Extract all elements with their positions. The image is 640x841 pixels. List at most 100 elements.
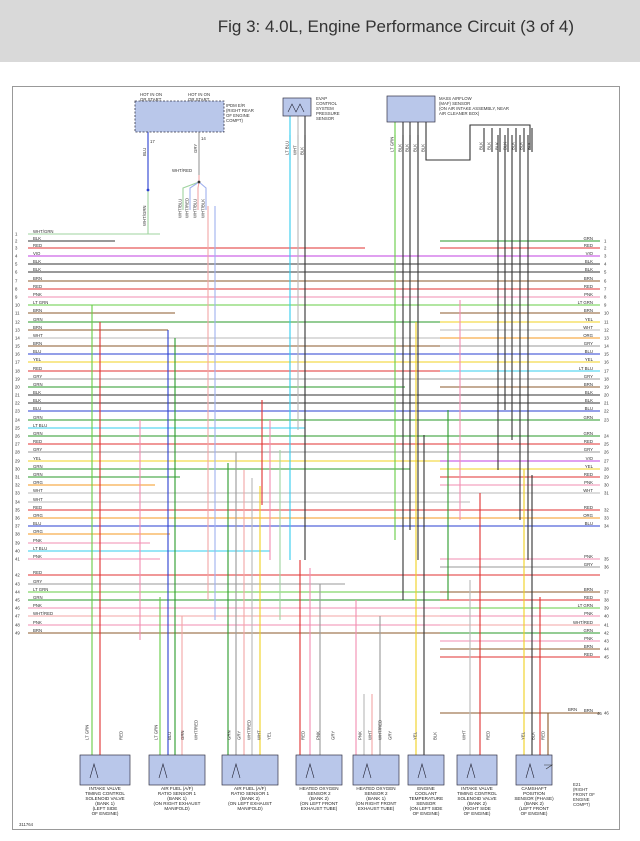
component-wire-color: WHT/RED	[378, 720, 383, 740]
wire-color-left: WHT/GRN	[33, 229, 54, 234]
wire-color-right: GRY	[584, 374, 593, 379]
wire-color-right: BRN	[584, 644, 593, 649]
component-wire-color: GRY	[388, 731, 393, 740]
wire-color-left: GRN	[33, 431, 43, 436]
component-wire-color: WHT	[368, 730, 373, 740]
row-number-left: 25	[15, 426, 20, 431]
component-wire-color: GRN	[227, 730, 232, 740]
component-label: MANIFOLD)	[164, 806, 190, 811]
wire-color-left: BLU	[33, 521, 41, 526]
row-number-left: 23	[15, 409, 20, 414]
row-number-right: 39	[604, 606, 609, 611]
branch-wire	[197, 181, 200, 210]
component-box	[148, 754, 206, 786]
wire-color-right: GRY	[584, 447, 593, 452]
row-number-right: 27	[604, 459, 609, 464]
row-number-left: 13	[15, 328, 20, 333]
component-wire-color: PNK	[316, 731, 321, 740]
component-label: AIR FUEL (A/F)	[161, 786, 193, 791]
wire-color: LT GRN	[390, 137, 395, 152]
fuse-hot-label: HOT IN ON	[140, 92, 162, 97]
row-number-left: 9	[15, 295, 18, 300]
wire-color-left: PNK	[33, 554, 42, 559]
wire-color-left: GRY	[33, 579, 42, 584]
component-box	[456, 754, 498, 786]
wire-color-right: BRN	[584, 587, 593, 592]
row-number-right: 44	[604, 647, 609, 652]
row-number-right: 3	[604, 254, 607, 259]
maf-label: (MAF) SENSOR	[439, 101, 470, 106]
fuse-pin: 17	[150, 139, 155, 144]
wire-color-left: BLK	[33, 390, 41, 395]
wire-color-left: BLU	[33, 406, 41, 411]
wire-color-right: GRY	[584, 562, 593, 567]
wire-color-right: RED	[584, 439, 593, 444]
row-number-right: 41	[604, 623, 609, 628]
component-label: EXHAUST TUBE)	[301, 806, 338, 811]
wire-color: WHT/RED	[172, 168, 192, 173]
row-number-right: 24	[604, 434, 609, 439]
row-number-right: 8	[604, 295, 607, 300]
component-label: (ON LEFT SIDE	[410, 806, 443, 811]
row-number-left: 10	[15, 303, 20, 308]
row-number-right: 4	[604, 262, 607, 267]
wire-color-left: PNK	[33, 603, 42, 608]
wire-color-right: PNK	[584, 611, 593, 616]
wire-color-left: GRN	[33, 464, 43, 469]
row-number-left: 3	[15, 246, 18, 251]
wire-color-right: WHT	[583, 488, 593, 493]
component-label: ENGINE	[417, 786, 435, 791]
component-wire-color: RED	[486, 731, 491, 740]
row-number-left: 19	[15, 377, 20, 382]
wire-color-right: BRN	[584, 382, 593, 387]
wire-color-left: YEL	[33, 357, 42, 362]
component-box	[515, 754, 553, 786]
wire-color-left: ORG	[33, 480, 43, 485]
wire-color: BLK	[511, 142, 516, 150]
row-number-left: 45	[15, 598, 20, 603]
row-number-left: 21	[15, 393, 20, 398]
row-number-left: 48	[15, 623, 20, 628]
e21-label: E21	[573, 782, 581, 787]
wire-color: BLK	[503, 142, 508, 150]
row-number-right: 30	[604, 483, 609, 488]
component-label: TEMPERATURE	[409, 796, 443, 801]
maf-label: MASS AIRFLOW	[439, 96, 473, 101]
wire-color-left: RED	[33, 366, 42, 371]
row-number-right: 23	[604, 418, 609, 423]
e21-label: COMPT)	[573, 802, 591, 807]
component-wire-color: GRN	[180, 730, 185, 740]
component-wire-color: BLK	[531, 732, 536, 740]
fuse-block	[134, 100, 225, 133]
row-number-left: 47	[15, 614, 20, 619]
row-number-right: 9	[604, 303, 607, 308]
row-number-left: 20	[15, 385, 20, 390]
wire-color-left: RED	[33, 505, 42, 510]
sensor-symbol	[525, 762, 535, 779]
component-wire-color: YEL	[521, 731, 526, 740]
component-label: HEATED OXYGEN	[299, 786, 338, 791]
wire-color-right: RED	[584, 284, 593, 289]
component-label: (BANK 1)	[167, 796, 187, 801]
wire-color-left: BRN	[33, 308, 42, 313]
row-number-right: 26	[604, 450, 609, 455]
wire-color-right: BLK	[585, 390, 593, 395]
wire-color-left: WHT	[33, 333, 43, 338]
row-number-right: 2	[604, 246, 607, 251]
evap-label: SENSOR	[316, 116, 334, 121]
wire-color-right: YEL	[585, 357, 594, 362]
branch-wire	[189, 181, 200, 210]
row-number-left: 1	[15, 232, 18, 237]
row-number-right: 19	[604, 385, 609, 390]
wire-color-right: WHT	[583, 325, 593, 330]
ground-wire	[425, 124, 531, 161]
wire-color-left: LT GRN	[33, 587, 48, 592]
component-label: COOLANT	[415, 791, 437, 796]
wire-color-left: RED	[33, 439, 42, 444]
component-label: (BANK 1)	[95, 801, 115, 806]
wire-color-left: GRN	[33, 595, 43, 600]
component-label: INTAKE VALVE	[461, 786, 493, 791]
row-number-left: 24	[15, 418, 20, 423]
component-label: OF ENGINE)	[413, 811, 440, 816]
